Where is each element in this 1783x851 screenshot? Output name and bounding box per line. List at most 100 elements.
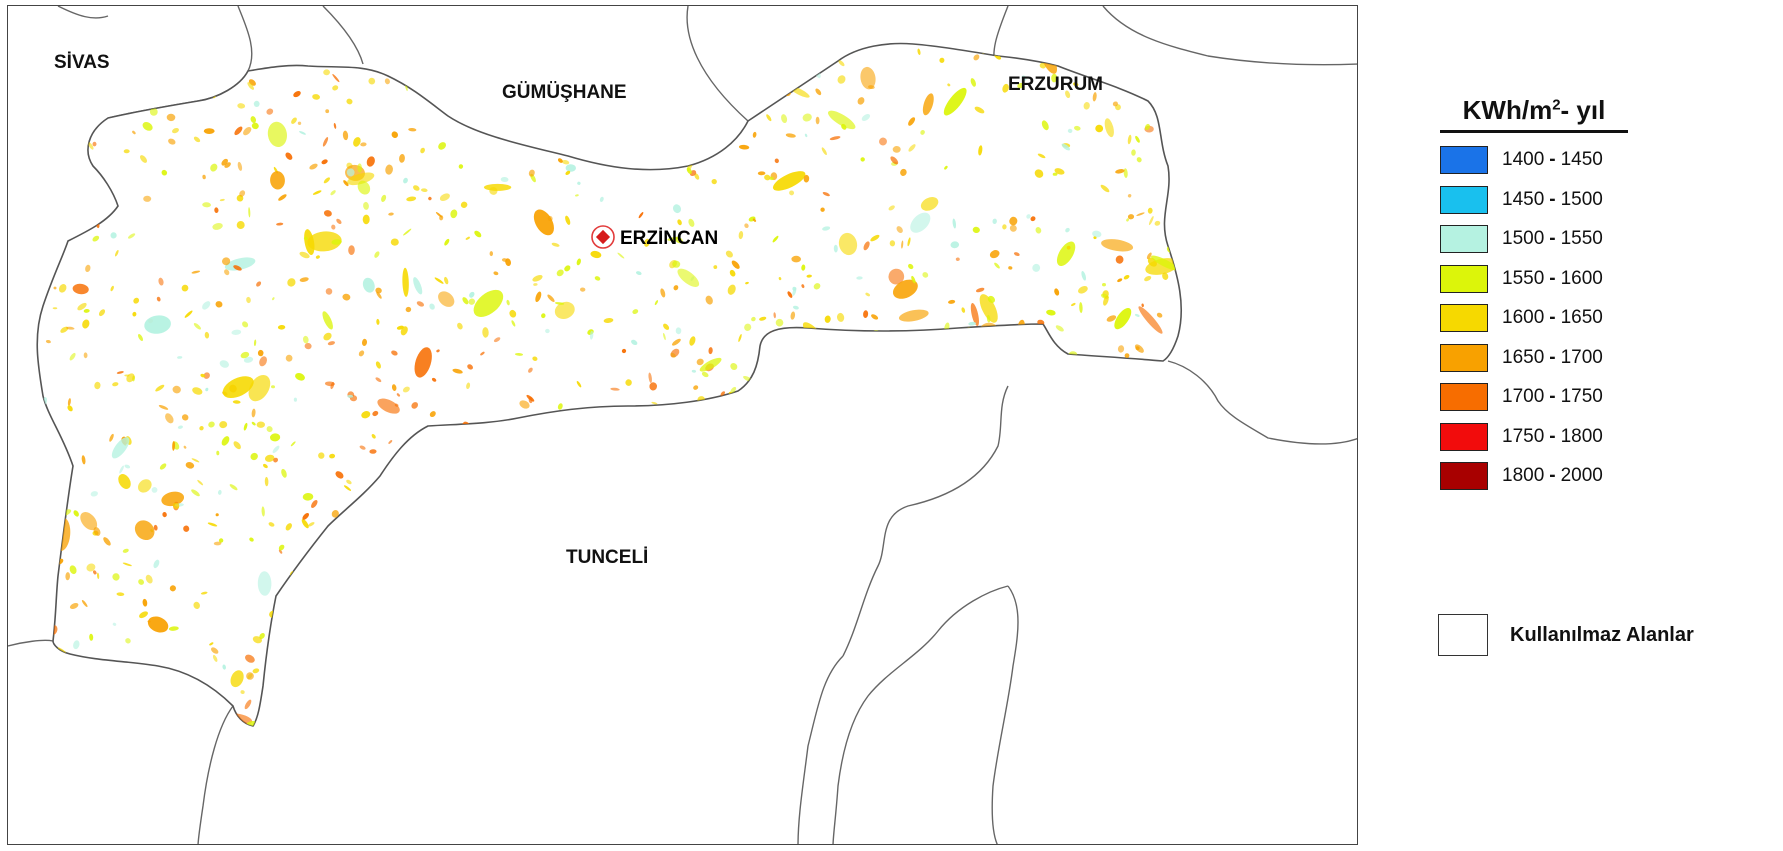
solar-patch: [511, 320, 516, 327]
solar-patch: [363, 201, 369, 210]
solar-patch: [545, 328, 550, 334]
solar-patch: [932, 674, 939, 684]
solar-patch: [216, 450, 220, 456]
map-frame[interactable]: SİVAS GÜMÜŞHANE ERZURUM TUNCELİ ERZİNCAN: [7, 5, 1358, 845]
solar-patch: [708, 347, 713, 355]
solar-patch: [421, 188, 428, 193]
solar-patch: [662, 332, 666, 341]
solar-patch: [436, 610, 443, 619]
solar-patch: [931, 672, 942, 679]
unusable-areas-label: Kullanılmaz Alanlar: [1510, 623, 1694, 646]
solar-patch: [1182, 683, 1189, 692]
solar-patch: [635, 489, 641, 495]
solar-patch: [345, 663, 355, 672]
solar-patch: [908, 263, 914, 270]
solar-patch: [348, 245, 355, 255]
solar-patch: [261, 506, 265, 517]
solar-patch: [78, 179, 86, 187]
solar-patch: [897, 528, 917, 553]
solar-patch: [1154, 398, 1159, 407]
solar-patch: [657, 134, 669, 140]
solar-patch: [500, 176, 509, 183]
solar-patch: [851, 600, 860, 606]
solar-patch: [870, 234, 880, 242]
solar-patch: [116, 75, 120, 82]
solar-patch: [222, 664, 226, 670]
solar-patch: [1054, 657, 1060, 664]
solar-patch: [861, 552, 868, 562]
solar-patch: [1102, 282, 1106, 287]
solar-patch: [1127, 214, 1135, 220]
solar-patch: [509, 107, 519, 113]
solar-patch: [1078, 710, 1083, 717]
solar-patch: [807, 463, 821, 485]
solar-patch: [181, 284, 189, 292]
solar-patch: [234, 126, 243, 136]
solar-patch: [672, 260, 681, 268]
map-canvas[interactable]: [8, 6, 1358, 845]
solar-patch: [1181, 591, 1190, 599]
solar-patch: [271, 53, 280, 61]
solar-patch: [399, 567, 404, 573]
solar-patch: [1092, 230, 1102, 238]
solar-patch: [534, 435, 539, 444]
solar-patch: [902, 354, 907, 359]
solar-patch: [1046, 309, 1056, 316]
solar-patch: [790, 311, 796, 320]
legend-range-dash: -: [1549, 228, 1556, 249]
solar-patch: [592, 427, 606, 445]
solar-patch: [519, 400, 530, 409]
solar-patch: [833, 445, 841, 452]
legend-range-from: 1400: [1502, 149, 1545, 170]
solar-patch: [952, 579, 958, 585]
solar-patch: [1157, 700, 1166, 704]
solar-patch: [172, 502, 180, 509]
solar-patch: [545, 478, 552, 488]
solar-patch: [887, 605, 895, 613]
solar-patch: [482, 528, 491, 536]
solar-patch: [200, 373, 206, 378]
solar-patch: [1101, 533, 1109, 541]
solar-patch: [884, 582, 889, 587]
solar-patch: [402, 267, 409, 297]
solar-patch: [268, 522, 275, 527]
solar-patch: [1144, 275, 1152, 282]
solar-patch: [1123, 470, 1131, 474]
legend-range-from: 1550: [1502, 267, 1545, 289]
solar-patch: [127, 233, 136, 239]
solar-patch: [253, 100, 260, 107]
solar-patch: [565, 215, 571, 225]
solar-patch: [1164, 609, 1171, 618]
solar-patch: [738, 334, 742, 342]
solar-patch: [134, 520, 155, 541]
solar-patch: [857, 465, 865, 473]
solar-patch: [400, 326, 408, 336]
solar-patch: [295, 373, 305, 381]
solar-patch: [115, 249, 119, 257]
erzincan-city-marker[interactable]: [591, 225, 615, 249]
solar-patch: [827, 110, 856, 130]
solar-patch: [207, 522, 218, 527]
solar-patch: [224, 269, 230, 276]
legend-swatch: [1440, 304, 1488, 332]
solar-patch: [577, 181, 581, 185]
solar-patch: [797, 653, 802, 659]
solar-patch: [879, 393, 888, 403]
solar-patch: [1161, 712, 1169, 720]
solar-patch: [1126, 218, 1130, 222]
solar-patch: [610, 458, 616, 463]
region-label-tunceli: TUNCELİ: [566, 547, 649, 568]
solar-patch: [153, 559, 160, 569]
solar-patch: [439, 215, 444, 221]
solar-patch: [454, 622, 459, 629]
solar-patch: [466, 382, 471, 390]
solar-patch: [1037, 153, 1046, 159]
solar-patch: [460, 201, 468, 208]
solar-patch: [1009, 623, 1018, 630]
solar-patch: [734, 552, 741, 558]
solar-patch: [347, 172, 375, 186]
solar-patch: [153, 524, 158, 531]
solar-patch: [532, 356, 538, 361]
solar-patch: [690, 560, 699, 570]
legend-range-dash: -: [1549, 346, 1556, 368]
